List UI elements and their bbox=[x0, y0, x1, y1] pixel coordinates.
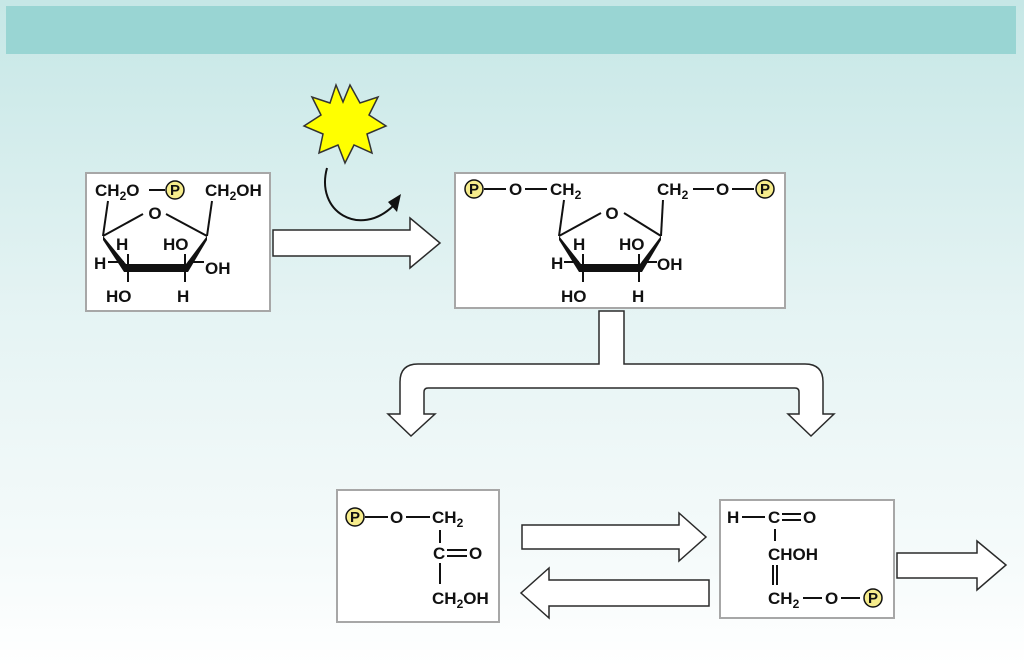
phosphate-label: P bbox=[170, 182, 180, 199]
phosphate-icon bbox=[165, 180, 185, 200]
ester-oxygen-label: O bbox=[509, 180, 522, 199]
f16bp-right-ch2-label: CH2 bbox=[657, 180, 689, 202]
curved-arrow-icon bbox=[324, 167, 401, 222]
fructose-bisphosphate-box bbox=[454, 172, 786, 309]
phosphate-icon bbox=[345, 507, 365, 527]
ring-oxygen-label: O bbox=[605, 204, 618, 223]
ho-label: HO bbox=[561, 287, 587, 306]
ho-label: HO bbox=[163, 235, 189, 254]
aldehyde-carbon-label: C bbox=[768, 508, 780, 527]
chohl-label: CHOH bbox=[768, 545, 818, 564]
h-label: H bbox=[94, 254, 106, 273]
h-label: H bbox=[177, 287, 189, 306]
glyceraldehyde-3-phosphate-structure: H C O CHOH CH2 O P bbox=[727, 508, 883, 611]
ho-label: HO bbox=[619, 235, 645, 254]
next-step-arrow bbox=[896, 539, 1008, 592]
reaction-arrow-right bbox=[272, 216, 442, 270]
oh-label: OH bbox=[657, 255, 683, 274]
f16bp-left-ch2-label: CH2 bbox=[550, 180, 582, 202]
h-label: H bbox=[632, 287, 644, 306]
carbonyl-carbon-label: C bbox=[433, 544, 445, 563]
phosphate-label: P bbox=[868, 590, 878, 607]
aldehyde-h-label: H bbox=[727, 508, 739, 527]
phosphate-icon bbox=[863, 588, 883, 608]
ester-oxygen-label: O bbox=[390, 508, 403, 527]
f6p-ch2o-label: CH2O bbox=[95, 181, 139, 203]
dhap-ch2oh-label: CH2OH bbox=[432, 589, 489, 611]
equilibrium-arrow-reverse bbox=[519, 566, 710, 620]
fructose-bisphosphate-structure: P O CH2 CH2 O P O H H bbox=[464, 179, 775, 306]
oh-label: OH bbox=[205, 259, 231, 278]
ring-oxygen-label: O bbox=[148, 204, 161, 223]
fructose-6-phosphate-structure: CH2O P CH2OH O H H HO OH HO H bbox=[94, 180, 262, 306]
phosphate-label: P bbox=[469, 181, 479, 198]
dhap-ch2-label: CH2 bbox=[432, 508, 464, 530]
phosphate-icon bbox=[464, 179, 484, 199]
header-bar bbox=[6, 6, 1016, 54]
phosphate-icon bbox=[755, 179, 775, 199]
ho-label: HO bbox=[106, 287, 132, 306]
carbonyl-oxygen-label: O bbox=[469, 544, 482, 563]
phosphate-label: P bbox=[350, 509, 360, 526]
h-label: H bbox=[551, 254, 563, 273]
g3p-ch2-label: CH2 bbox=[768, 589, 800, 611]
equilibrium-arrow-forward bbox=[521, 511, 708, 563]
phosphate-label: P bbox=[760, 181, 770, 198]
ester-oxygen-label: O bbox=[716, 180, 729, 199]
dihydroxyacetone-phosphate-box bbox=[336, 489, 500, 623]
energy-burst-icon bbox=[302, 82, 388, 165]
ester-oxygen-label: O bbox=[825, 589, 838, 608]
split-arrow bbox=[386, 310, 836, 438]
h-label: H bbox=[116, 235, 128, 254]
h-label: H bbox=[573, 235, 585, 254]
dihydroxyacetone-phosphate-structure: P O CH2 C O CH2OH bbox=[345, 507, 489, 611]
f6p-ch2oh-label: CH2OH bbox=[205, 181, 262, 203]
aldehyde-oxygen-label: O bbox=[803, 508, 816, 527]
